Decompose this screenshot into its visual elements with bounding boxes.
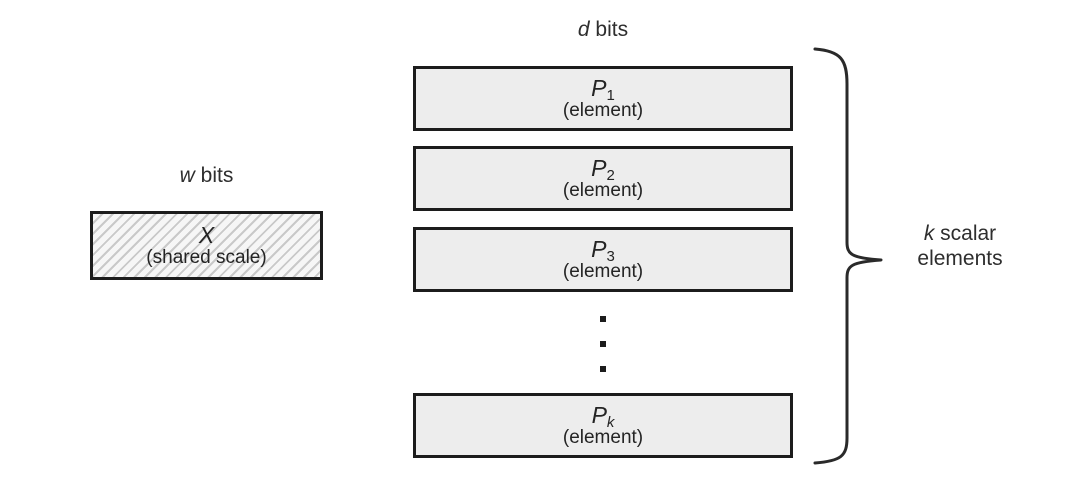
element-subscript: 2	[606, 167, 615, 184]
shared-scale-box: X (shared scale)	[90, 211, 323, 280]
element-symbol: P3	[591, 236, 615, 265]
element-symbol: P1	[591, 75, 615, 104]
d-variable: d	[577, 18, 590, 41]
vertical-ellipsis-icon	[413, 316, 793, 372]
d-bits-text: bits	[589, 18, 629, 41]
k-label-line2: elements	[917, 247, 1003, 270]
w-bits-label: w bits	[90, 164, 323, 188]
element-caption: (element)	[562, 427, 644, 448]
element-box-pk: Pk (element)	[413, 393, 793, 458]
k-scalar-elements-label: k scalar elements	[880, 221, 1040, 271]
curly-brace-icon	[813, 47, 883, 465]
element-box-p1: P1 (element)	[413, 66, 793, 131]
shared-scale-symbol: X	[198, 222, 215, 248]
w-bits-text: bits	[194, 164, 234, 187]
shared-scale-caption: (shared scale)	[146, 247, 267, 268]
k-label-line1: k scalar	[923, 222, 997, 245]
element-caption: (element)	[562, 180, 644, 201]
element-box-p3: P3 (element)	[413, 227, 793, 292]
element-symbol: P2	[591, 155, 615, 184]
element-box-p2: P2 (element)	[413, 146, 793, 211]
element-symbol: Pk	[591, 402, 615, 431]
element-caption: (element)	[562, 100, 644, 121]
element-subscript: 3	[606, 248, 615, 265]
d-bits-label: d bits	[413, 18, 793, 42]
element-subscript: 1	[606, 87, 615, 104]
element-subscript: k	[606, 414, 615, 431]
k-variable: k	[923, 222, 935, 245]
w-variable: w	[179, 164, 195, 187]
element-caption: (element)	[562, 261, 644, 282]
